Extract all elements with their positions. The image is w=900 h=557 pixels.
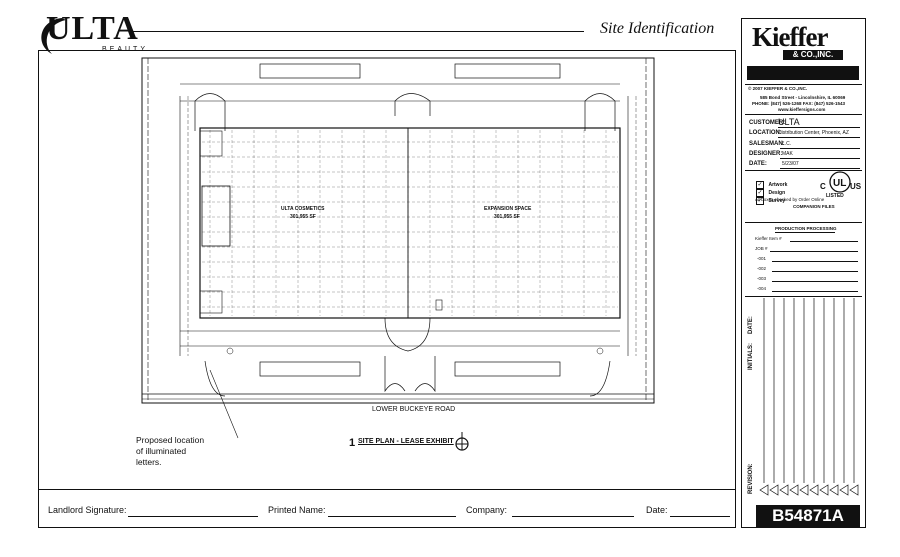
website: www.kieffersigns.com [778, 107, 826, 112]
revision-column-label: REVISION: [748, 463, 754, 494]
field-line [778, 127, 860, 128]
ulta-logo: ULTA BEAUTY [32, 10, 145, 56]
date-field-label: DATE: [749, 161, 767, 167]
job-label: JOB # [755, 246, 768, 251]
building-right-area: 301,955 SF [494, 214, 520, 220]
kieffer-item-label: Kieffer Item # [755, 236, 782, 241]
check-artwork[interactable]: ✓ Artwork [756, 173, 787, 191]
site-plan-drawing [141, 57, 655, 404]
checkbox-icon: ✓ [756, 181, 764, 189]
date-value: 5/23/07 [782, 161, 799, 167]
copyright: © 2007 KIEFFER & CO.,INC. [748, 86, 808, 91]
ul-listed-label: LISTED [826, 193, 844, 199]
company-field[interactable] [512, 516, 634, 517]
field-line [780, 148, 860, 149]
ul-listed-icon: UL C [829, 171, 851, 193]
date-field[interactable] [670, 516, 730, 517]
check-label: Design [768, 190, 786, 196]
north-arrow-icon [455, 432, 469, 451]
field-line [770, 251, 858, 252]
field-line [778, 137, 860, 138]
field-line [772, 261, 858, 262]
building-left-area: 301,955 SF [290, 214, 316, 220]
salesman-label: SALESMAN: [749, 141, 785, 147]
salesman-value: L.C. [782, 141, 792, 147]
location-value: Distribution Center, Phoenix, AZ [778, 130, 849, 136]
road-label: LOWER BUCKEYE ROAD [372, 406, 456, 413]
date-column-label: DATE: [748, 316, 754, 334]
check-label: Survey [768, 198, 786, 204]
note-line: of illuminated [136, 446, 187, 456]
printed-name-field[interactable] [328, 516, 456, 517]
drawing-frame [38, 50, 736, 490]
kieffer-logo-sub: & CO.,INC. [783, 50, 843, 60]
c-mark: C [820, 182, 826, 191]
item-002: -002 [757, 266, 767, 271]
title-rule [132, 31, 584, 32]
checkbox-icon: ✓ [756, 189, 764, 197]
field-line [780, 168, 860, 169]
check-label: Artwork [768, 182, 788, 188]
plan-title: SITE PLAN - LEASE EXHIBIT [358, 438, 454, 445]
phone: PHONE: (847) 526-1268 FAX: (847) 526-154… [752, 101, 846, 106]
plan-number: 1 [349, 437, 356, 449]
job-code-badge: B54871A [756, 505, 860, 527]
field-line [790, 241, 858, 242]
note-line: letters. [136, 457, 162, 467]
printed-name-label: Printed Name: [268, 505, 326, 515]
companion-files-label: COMPANION FILES [793, 204, 835, 209]
disclaimer-block [747, 66, 859, 80]
check-note: All boxes checked by Order Online [755, 197, 825, 202]
designer-value: MAK [782, 151, 793, 157]
callout-leader [209, 370, 239, 439]
item-001: -001 [757, 256, 767, 261]
divider [745, 222, 862, 223]
field-line [772, 271, 858, 272]
logo-subtext: BEAUTY [102, 46, 149, 53]
checkbox-icon: ✓ [756, 197, 764, 205]
initials-column-label: INITIALS: [748, 343, 754, 370]
note-line: Proposed location [136, 435, 205, 445]
customer-label: CUSTOMER: [749, 120, 786, 126]
check-survey[interactable]: ✓ Survey [756, 189, 785, 207]
landlord-signature-field[interactable] [128, 516, 258, 517]
divider [745, 114, 862, 115]
item-004: -004 [757, 286, 767, 291]
kieffer-logo: Kieffer [752, 22, 828, 52]
divider [745, 84, 862, 85]
building-right-label: EXPANSION SPACE [484, 206, 532, 212]
item-003: -003 [757, 276, 767, 281]
signature-bar [38, 490, 736, 528]
landlord-signature-label: Landlord Signature: [48, 505, 127, 515]
location-label: LOCATION: [749, 130, 782, 136]
company-label: Company: [466, 505, 508, 515]
address: 585 Bond Street - Lincolnshire, IL 60069 [760, 95, 846, 100]
title-block-panel [741, 18, 866, 528]
field-line [772, 281, 858, 282]
sheet-title: Site Identification [600, 20, 715, 37]
field-line [775, 232, 835, 233]
revision-grid [759, 298, 859, 496]
proposed-location-note: Proposed location of illuminated letters… [136, 435, 204, 468]
designer-label: DESIGNER: [749, 151, 783, 157]
field-line [780, 158, 860, 159]
customer-value: ULTA [778, 117, 800, 127]
field-line [772, 291, 858, 292]
svg-text:UL: UL [833, 178, 846, 189]
us-mark: US [850, 182, 862, 191]
logo-text: ULTA [46, 10, 139, 47]
building-left-label: ULTA COSMETICS [281, 206, 325, 212]
check-design[interactable]: ✓ Design [756, 181, 785, 199]
divider [745, 170, 862, 171]
logo-swoosh-icon [41, 18, 66, 54]
divider [745, 296, 862, 297]
date-label: Date: [646, 505, 668, 515]
production-label: PRODUCTION PROCESSING [775, 226, 837, 231]
